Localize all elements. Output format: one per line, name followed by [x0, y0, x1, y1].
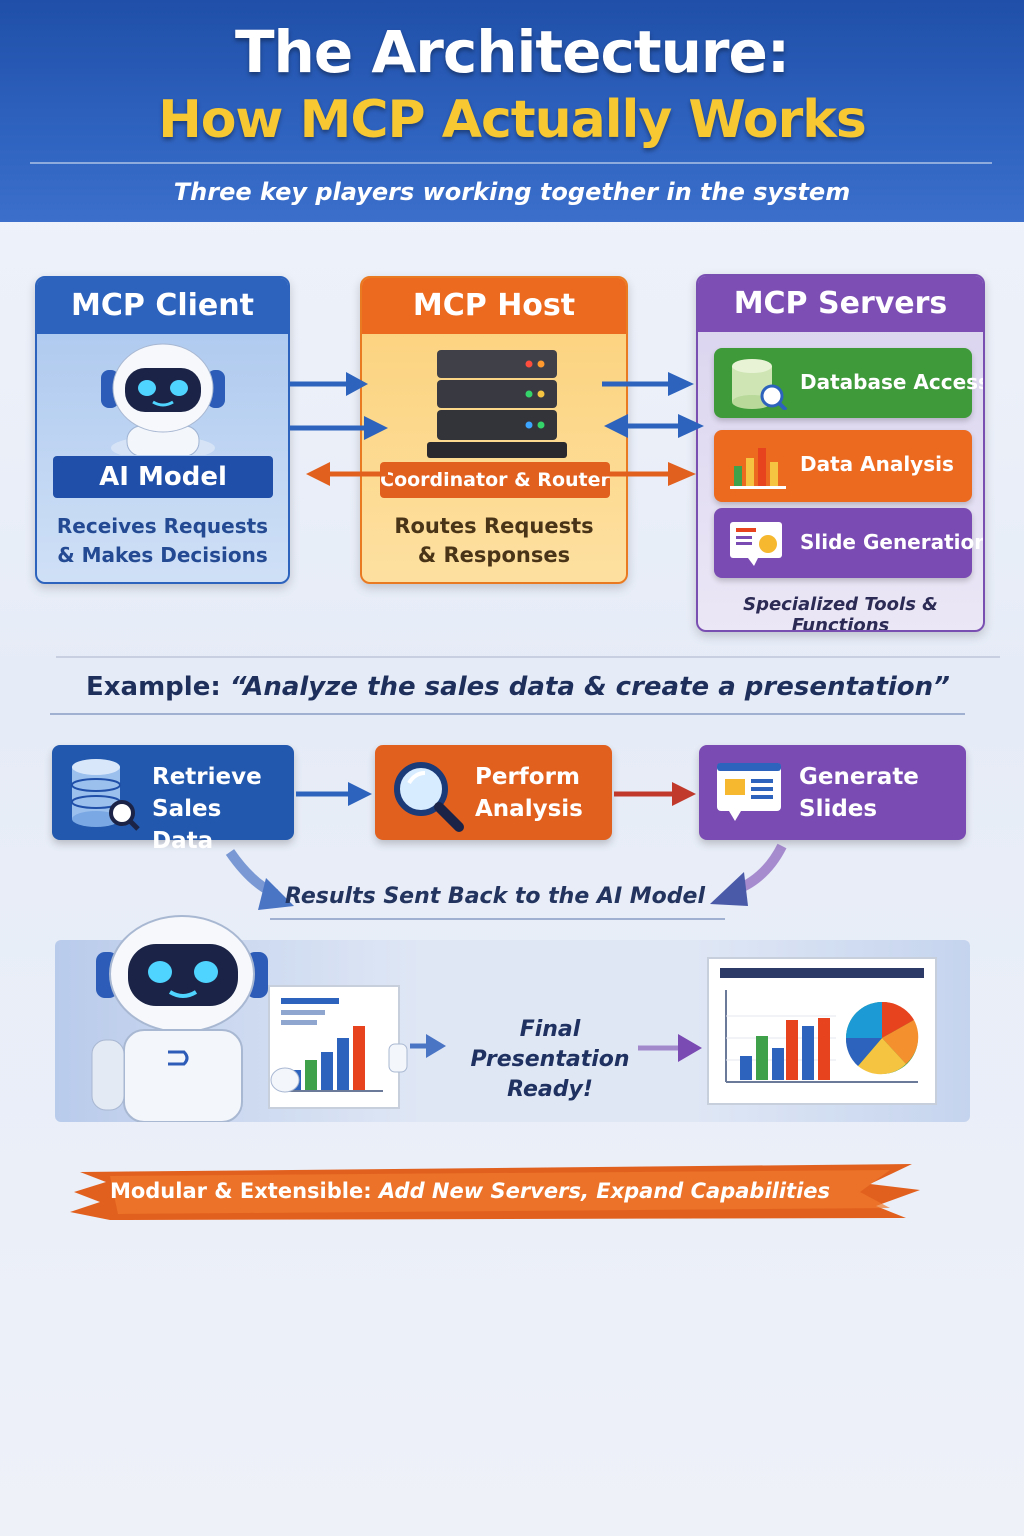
header-banner: The Architecture: How MCP Actually Works…	[0, 0, 1024, 222]
client-description: Receives Requests & Makes Decisions	[37, 512, 288, 570]
step-perform-analysis: Perform Analysis	[375, 745, 612, 840]
page-subtitle-highlight: How MCP Actually Works	[158, 90, 867, 150]
step-label: Retrieve Sales Data	[152, 761, 282, 857]
client-host-arrows	[290, 372, 388, 486]
results-underline	[270, 918, 725, 920]
modular-banner-text: Modular & Extensible: Add New Servers, E…	[0, 1179, 940, 1203]
final-slide-icon	[707, 957, 937, 1105]
step-label-line2: Sales Data	[152, 796, 222, 854]
data-analysis-tool: Data Analysis	[714, 430, 972, 502]
tool-label: Database Access	[800, 370, 985, 394]
mcp-host-title: MCP Host	[362, 278, 626, 334]
step-label-line2: Slides	[799, 796, 878, 822]
example-heading: Example: “Analyze the sales data & creat…	[86, 672, 950, 702]
header-divider	[30, 162, 992, 164]
pie-chart-icon	[845, 1001, 919, 1075]
host-desc-line1: Routes Requests	[394, 514, 594, 538]
final-presentation-text: Final Presentation Ready!	[440, 1015, 660, 1105]
step-label-line2: Analysis	[475, 796, 583, 822]
mcp-client-panel: MCP Client AI Model Receives Requests & …	[35, 276, 290, 584]
page-tagline: Three key players working together in th…	[173, 178, 851, 206]
mcp-servers-title: MCP Servers	[698, 276, 983, 332]
step-label: Perform Analysis	[475, 761, 605, 825]
client-desc-line2: & Makes Decisions	[57, 543, 268, 567]
slide-icon	[717, 763, 781, 821]
database-icon	[732, 359, 788, 410]
tool-label: Slide Generation	[800, 530, 985, 554]
page-title: The Architecture:	[234, 18, 790, 86]
return-arrow-right	[710, 843, 787, 906]
robot-icon	[101, 343, 225, 455]
magnifier-icon	[394, 762, 464, 832]
client-desc-line1: Receives Requests	[56, 514, 269, 538]
step2-to-step3-arrow	[614, 782, 696, 806]
robot-presenter-icon	[91, 915, 268, 1122]
banner-bold: Modular & Extensible:	[109, 1179, 372, 1203]
final-line2: Ready!	[507, 1077, 593, 1102]
example-bottom-rule	[50, 713, 965, 715]
mcp-client-title: MCP Client	[37, 278, 288, 334]
server-stack-icon	[427, 350, 567, 458]
step-generate-slides: Generate Slides	[699, 745, 966, 840]
example-quote: “Analyze the sales data & create a prese…	[229, 672, 950, 702]
banner-rest: Add New Servers, Expand Capabilities	[371, 1179, 831, 1203]
tool-label: Data Analysis	[800, 452, 954, 476]
database-search-icon	[71, 759, 140, 831]
mcp-host-panel: MCP Host Coordinator & Router Routes Req…	[360, 276, 628, 584]
results-sent-back-text: Results Sent Back to the AI Model	[284, 884, 706, 909]
example-top-rule	[56, 656, 1000, 658]
servers-footer: Specialized Tools & Functions	[743, 594, 938, 632]
step-retrieve-sales-data: Retrieve Sales Data	[52, 745, 294, 854]
database-access-tool: Database Access	[714, 348, 983, 418]
host-description: Routes Requests & Responses	[362, 512, 626, 570]
slide-generation-tool: Slide Generation	[714, 508, 983, 578]
board-to-ready-arrow	[410, 1034, 446, 1058]
presentation-board-icon	[268, 985, 408, 1109]
example-prefix: Example:	[86, 672, 221, 702]
host-desc-line2: & Responses	[417, 543, 571, 567]
host-servers-arrows	[602, 372, 704, 486]
step-label-line1: Perform	[475, 764, 580, 790]
step-label-line1: Generate	[799, 764, 919, 790]
ai-model-label: AI Model	[53, 456, 273, 498]
mcp-servers-panel: MCP Servers Database Access Data Analysi…	[696, 274, 985, 632]
step1-to-step2-arrow	[296, 782, 372, 806]
modular-banner-shape	[70, 1164, 920, 1220]
ready-to-slide-arrow	[638, 1034, 702, 1062]
final-line1: Final Presentation	[470, 1017, 630, 1072]
coordinator-router-label: Coordinator & Router	[380, 462, 610, 498]
step-label-line1: Retrieve	[152, 764, 262, 790]
bar-chart-icon	[730, 448, 786, 489]
slide-icon	[730, 522, 782, 566]
step-label: Generate Slides	[799, 761, 929, 825]
return-arrow-left	[225, 849, 294, 910]
